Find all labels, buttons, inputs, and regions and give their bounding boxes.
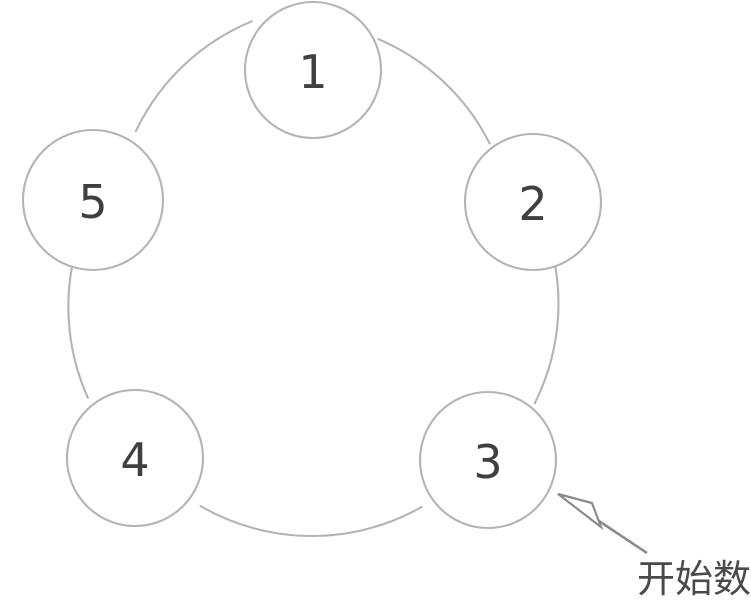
node-2[interactable]: 2 [463, 132, 603, 272]
annotation-label: 开始数 [637, 557, 751, 601]
edge-2-to-3 [533, 265, 560, 405]
node-5[interactable]: 5 [21, 128, 165, 272]
node-5-circle[interactable] [21, 128, 165, 272]
node-4-circle[interactable] [65, 388, 205, 528]
node-3[interactable]: 3 [418, 390, 558, 530]
node-1[interactable]: 1 [243, 0, 383, 140]
node-3-circle[interactable] [418, 390, 558, 530]
node-1-label: 1 [298, 45, 327, 99]
annotation-arrow-head-fletch-icon [557, 493, 593, 504]
edge-5-to-1 [134, 20, 253, 133]
start-annotation: 开始数 [557, 492, 751, 601]
edge-group [67, 20, 560, 537]
edge-4-to-5 [67, 263, 89, 399]
node-4[interactable]: 4 [65, 388, 205, 528]
edge-1-to-2 [377, 38, 491, 145]
node-4-label: 4 [120, 433, 149, 487]
node-2-label: 2 [518, 177, 547, 231]
edge-3-to-4 [199, 505, 423, 537]
node-1-circle[interactable] [243, 0, 383, 140]
node-3-label: 3 [473, 435, 502, 489]
annotation-arrow-shaft [595, 517, 648, 555]
node-2-circle[interactable] [463, 132, 603, 272]
node-5-label: 5 [78, 175, 107, 229]
